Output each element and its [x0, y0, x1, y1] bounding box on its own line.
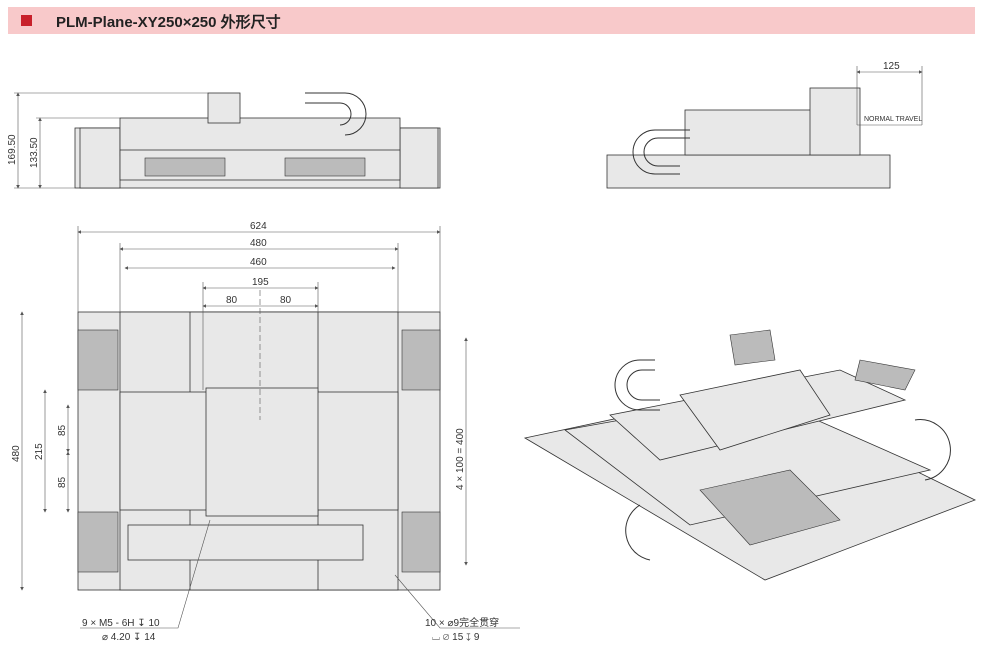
dim-460: 460 — [250, 257, 267, 268]
top-view: 624 480 460 195 80 80 480 215 85 85 4 × … — [11, 221, 520, 643]
isometric-view — [523, 329, 977, 581]
dim-85-bottom: 85 — [57, 476, 68, 488]
dim-hole-pitch: 4 × 100 = 400 — [455, 428, 466, 490]
dim-80-left: 80 — [226, 295, 238, 306]
dim-480-width: 480 — [250, 238, 267, 249]
normal-travel-label: NORMAL TRAVEL — [864, 116, 922, 123]
callout-tapped-holes: 9 × M5 - 6H ↧ 10 — [82, 618, 160, 629]
dim-125: 125 — [883, 61, 900, 72]
callout-counterbore: ⌴ ⌀ 15 ↧ 9 — [432, 632, 480, 643]
dim-215: 215 — [34, 443, 45, 460]
front-view: 169.50 133.50 — [7, 92, 441, 189]
dim-624: 624 — [250, 221, 267, 232]
header-marker-icon — [21, 15, 32, 26]
section-title: PLM-Plane-XY250×250 外形尺寸 — [56, 14, 281, 31]
dim-480-height: 480 — [11, 445, 22, 462]
dim-80-right: 80 — [280, 295, 292, 306]
side-view: 125 NORMAL TRAVEL — [606, 61, 923, 189]
section-header: PLM-Plane-XY250×250 外形尺寸 — [8, 7, 975, 34]
dim-195: 195 — [252, 277, 269, 288]
callout-through-holes: 10 × ⌀9完全贯穿 — [425, 616, 499, 629]
dim-169-50: 169.50 — [7, 134, 18, 165]
dim-85-top: 85 — [57, 424, 68, 436]
dim-133-50: 133.50 — [29, 137, 40, 168]
callout-tapped-depth: ⌀ 4.20 ↧ 14 — [102, 632, 156, 643]
